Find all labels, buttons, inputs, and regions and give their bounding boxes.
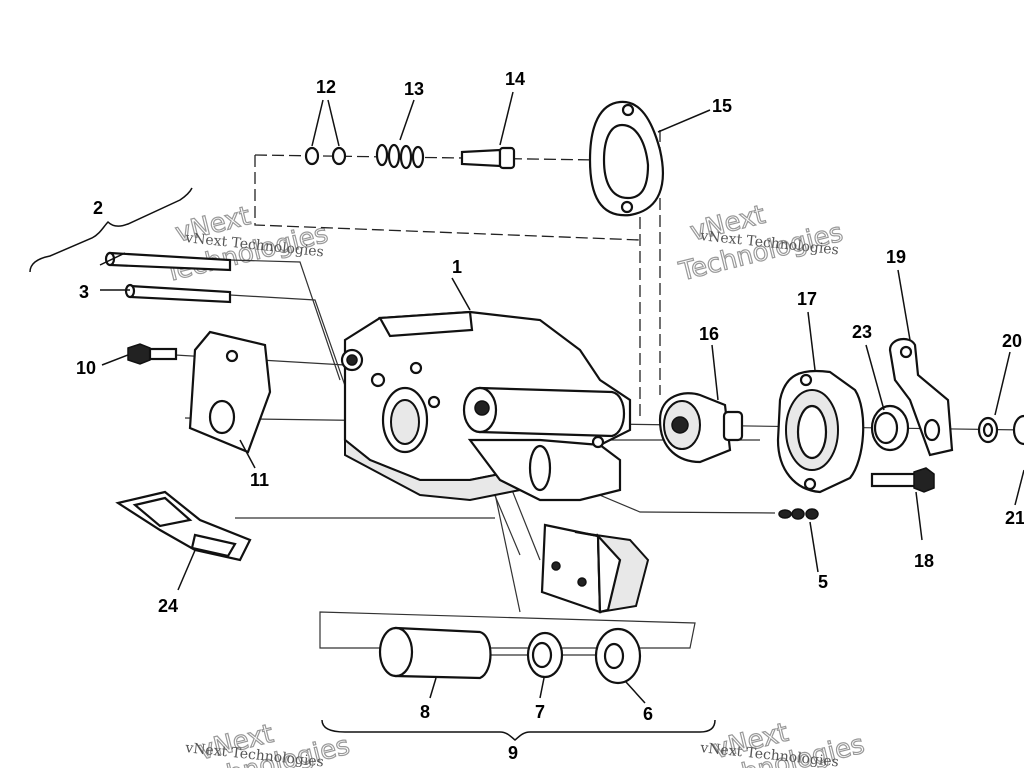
callout-18: 18 <box>914 551 934 571</box>
part-17-housing <box>776 369 865 494</box>
part-5-bleeder <box>778 508 819 520</box>
part-21-nut <box>1012 414 1024 446</box>
part-13-spring <box>375 143 425 170</box>
part-10-bolt <box>127 343 178 365</box>
callout-24: 24 <box>158 596 178 616</box>
callout-12: 12 <box>316 77 336 97</box>
part-19-bracket <box>888 337 954 457</box>
callout-21: 21 <box>1005 508 1024 528</box>
part-7-seal <box>526 631 564 679</box>
callout-labels: 1 2 3 5 6 7 8 9 10 11 12 13 14 15 16 17 … <box>76 69 1024 763</box>
part-3-pins <box>104 251 232 304</box>
callout-15: 15 <box>712 96 732 116</box>
callout-10: 10 <box>76 358 96 378</box>
part-1-caliper-body <box>340 310 632 502</box>
callout-19: 19 <box>886 247 906 267</box>
callout-11: 11 <box>250 470 269 490</box>
callout-5: 5 <box>818 572 828 592</box>
callout-17: 17 <box>797 289 817 309</box>
callout-14: 14 <box>505 69 525 89</box>
callout-1: 1 <box>452 257 462 277</box>
callout-13: 13 <box>404 79 424 99</box>
part-11-plate <box>188 330 272 454</box>
part-23-washer <box>870 404 910 452</box>
part-14-pin <box>460 146 516 170</box>
part-6-boot <box>594 627 642 685</box>
callout-20: 20 <box>1002 331 1022 351</box>
callout-2: 2 <box>93 198 103 218</box>
part-12-o-rings <box>304 146 347 166</box>
callout-9: 9 <box>508 743 518 763</box>
callout-3: 3 <box>79 282 89 302</box>
callout-6: 6 <box>643 704 653 724</box>
callout-16: 16 <box>699 324 719 344</box>
part-24-clip <box>115 490 252 562</box>
part-brake-pads <box>540 523 650 614</box>
callout-8: 8 <box>420 702 430 722</box>
leader-lines <box>29 91 1024 741</box>
callout-7: 7 <box>535 702 545 722</box>
watermark-bottom-right: vNext Technologies <box>697 717 868 768</box>
part-18-bolt <box>870 467 935 493</box>
part-20-washer <box>977 416 999 444</box>
part-8-piston <box>378 626 492 680</box>
part-16-piston <box>658 392 744 464</box>
part-15-gasket <box>588 100 664 217</box>
callout-23: 23 <box>852 322 872 342</box>
